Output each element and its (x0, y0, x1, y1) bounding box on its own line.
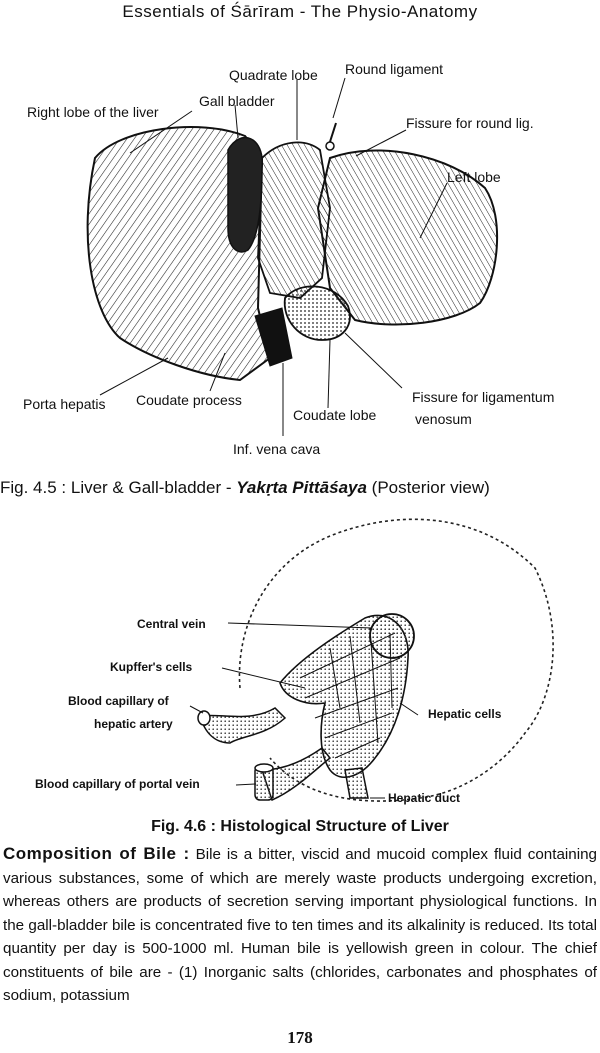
label-fissure-venosum-2: venosum (415, 411, 472, 427)
right-lobe-shape (86, 126, 272, 382)
figure-4-6-caption: Fig. 4.6 : Histological Structure of Liv… (151, 818, 449, 835)
label-central-vein: Central vein (137, 617, 206, 631)
label-left-lobe: Left lobe (447, 169, 501, 185)
hepatic-duct-shape (344, 767, 369, 799)
hepatic-cord-shape (279, 614, 409, 778)
gall-bladder-shape (227, 136, 263, 253)
hepatic-artery-capillary (199, 707, 287, 744)
caudate-lobe-shape (283, 285, 351, 341)
quadrate-lobe-shape (257, 141, 331, 299)
label-hepatic-cells: Hepatic cells (428, 707, 502, 721)
label-porta-hepatis: Porta hepatis (23, 396, 106, 412)
page-number: 178 (287, 1028, 313, 1047)
figure-liver-histology: Central vein Kupffer's cells Blood capil… (0, 508, 600, 818)
label-caudate-process: Coudate process (136, 392, 242, 408)
figure-liver-posterior: Quadrate lobe Round ligament Right lobe … (0, 58, 600, 478)
label-ivc: Inf. vena cava (233, 441, 320, 457)
label-blood-cap-portal: Blood capillary of portal vein (35, 777, 200, 791)
label-blood-cap-hepatic-1: Blood capillary of (68, 694, 170, 708)
label-quadrate-lobe: Quadrate lobe (229, 67, 318, 83)
caption-sanskrit: Yakṛta Pittāśaya (236, 478, 367, 497)
label-blood-cap-hepatic-2: hepatic artery (94, 717, 173, 731)
body-paragraph: Composition of Bile : Bile is a bitter, … (3, 842, 597, 1008)
liver-illustration: Quadrate lobe Round ligament Right lobe … (23, 61, 554, 457)
caption-prefix: Fig. 4.5 : Liver & Gall-bladder - (0, 478, 237, 497)
section-heading: Composition of Bile : (3, 844, 190, 863)
paragraph-text: Bile is a bitter, viscid and mucoid comp… (3, 846, 597, 1004)
left-lobe-shape (316, 149, 499, 326)
label-caudate-lobe: Coudate lobe (293, 407, 377, 423)
label-right-lobe: Right lobe of the liver (27, 104, 159, 120)
label-round-ligament: Round ligament (345, 61, 443, 77)
caption-suffix: (Posterior view) (366, 478, 490, 497)
central-vein-shape (369, 613, 415, 659)
label-hepatic-duct: Hepatic duct (388, 791, 460, 805)
running-header: Essentials of Śārīram - The Physio-Anato… (122, 2, 478, 21)
figure-4-5-caption: Fig. 4.5 : Liver & Gall-bladder - Yakṛta… (0, 478, 600, 498)
label-kupffer-cells: Kupffer's cells (110, 660, 193, 674)
label-fissure-round-lig: Fissure for round lig. (406, 115, 534, 131)
ivc-shape (254, 307, 293, 367)
label-fissure-venosum-1: Fissure for ligamentum (412, 389, 554, 405)
label-gall-bladder: Gall bladder (199, 93, 275, 109)
histology-illustration: Central vein Kupffer's cells Blood capil… (35, 518, 554, 805)
portal-vein-capillary (260, 746, 332, 802)
